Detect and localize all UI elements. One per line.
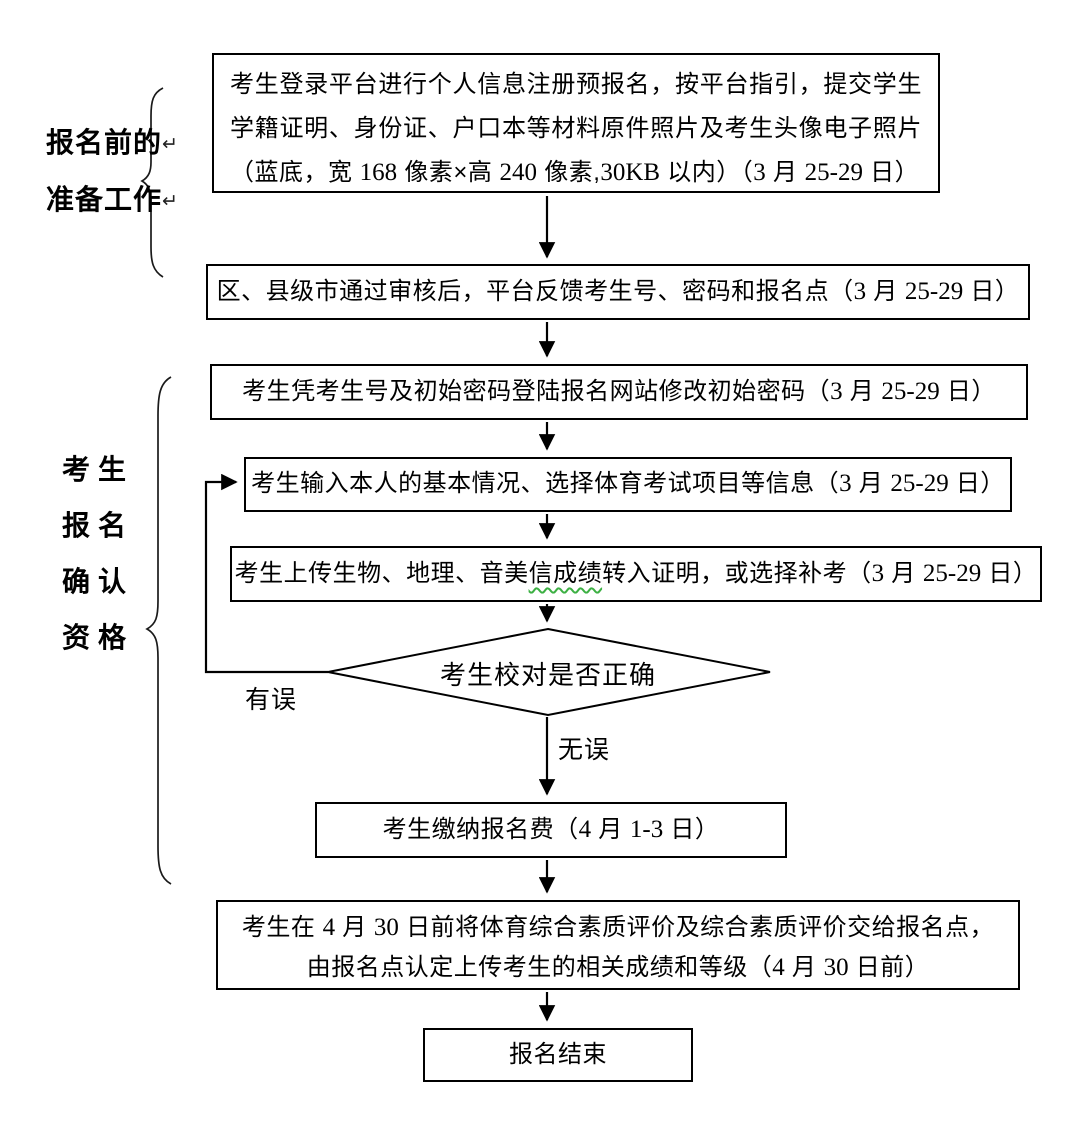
flow-node-step8-text: 报名结束 [509, 1041, 607, 1069]
side-label-confirmation: 考生 报名 确认 资格 [62, 442, 134, 666]
flow-node-step2: 区、县级市通过审核后，平台反馈考生号、密码和报名点（3 月 25-29 日） [206, 264, 1030, 320]
flow-node-step6: 考生缴纳报名费（4 月 1-3 日） [315, 802, 787, 858]
flow-node-step1: 考生登录平台进行个人信息注册预报名，按平台指引，提交学生学籍证明、身份证、户口本… [212, 53, 940, 193]
line-break-mark-icon: ↵ [162, 134, 178, 155]
flow-node-step4-text: 考生输入本人的基本情况、选择体育考试项目等信息（3 月 25-29 日） [251, 470, 1005, 498]
flow-node-step5: 考生上传生物、地理、音美信成绩转入证明，或选择补考（3 月 25-29 日） [230, 546, 1042, 602]
spellcheck-squiggle-text: 信成绩 [528, 559, 603, 587]
flow-node-step6-text: 考生缴纳报名费（4 月 1-3 日） [382, 815, 720, 843]
side-label-line: 报名前的↵ [46, 127, 178, 158]
flow-node-step7-line1: 考生在 4 月 30 日前将体育综合素质评价及综合素质评价交给报名点， [241, 914, 995, 941]
flow-node-step7: 考生在 4 月 30 日前将体育综合素质评价及综合素质评价交给报名点， 由报名点… [216, 900, 1020, 990]
flow-node-step5-text: 考生上传生物、地理、音美信成绩转入证明，或选择补考（3 月 25-29 日） [234, 559, 1038, 587]
flow-node-step8: 报名结束 [423, 1028, 693, 1082]
branch-label-error: 有误 [245, 686, 298, 714]
side-label-line: 考生 [62, 454, 135, 485]
flow-node-step7-line2: 由报名点认定上传考生的相关成绩和等级（4 月 30 日前） [306, 954, 930, 981]
side-label-line: 准备工作↵ [46, 184, 178, 215]
flow-node-step2-text: 区、县级市通过审核后，平台反馈考生号、密码和报名点（3 月 25-29 日） [216, 277, 1020, 305]
side-label-preparation: 报名前的↵ 准备工作↵ [46, 115, 178, 229]
flow-node-step3-text: 考生凭考生号及初始密码登陆报名网站修改初始密码（3 月 25-29 日） [242, 377, 996, 405]
flow-node-step4: 考生输入本人的基本情况、选择体育考试项目等信息（3 月 25-29 日） [244, 457, 1012, 512]
side-label-line: 确认 [62, 566, 135, 597]
side-label-line: 资格 [62, 622, 135, 653]
flow-node-step3: 考生凭考生号及初始密码登陆报名网站修改初始密码（3 月 25-29 日） [210, 364, 1028, 420]
decision-label: 考生校对是否正确 [439, 659, 656, 690]
line-break-mark-icon: ↵ [162, 191, 178, 212]
flow-node-step1-text: 考生登录平台进行个人信息注册预报名，按平台指引，提交学生学籍证明、身份证、户口本… [230, 71, 922, 186]
side-label-line: 报名 [62, 510, 135, 541]
branch-label-ok: 无误 [558, 736, 611, 764]
brace-group2 [145, 376, 172, 885]
